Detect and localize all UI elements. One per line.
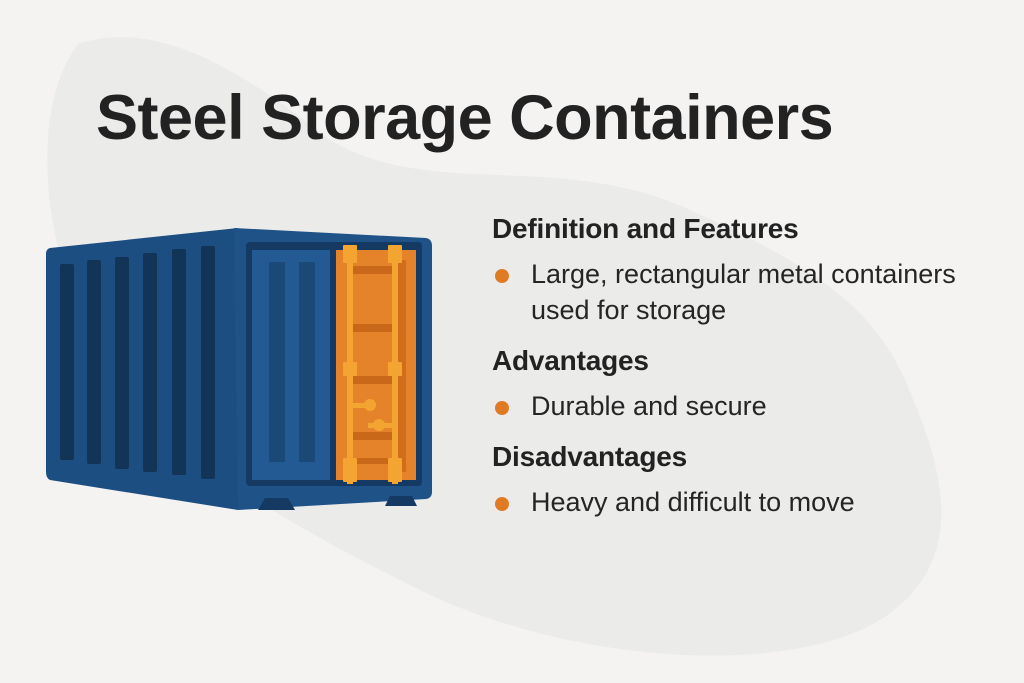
- list-item: Heavy and difficult to move: [492, 484, 962, 520]
- bullet-list: Durable and secure: [492, 388, 962, 424]
- page-title: Steel Storage Containers: [96, 83, 834, 153]
- list-item-text: Heavy and difficult to move: [531, 487, 855, 517]
- bullet-dot-icon: [495, 497, 509, 511]
- section-disadvantages: Disadvantages Heavy and difficult to mov…: [492, 440, 962, 520]
- shipping-container-icon: [46, 228, 432, 510]
- list-item: Large, rectangular metal containers used…: [492, 256, 962, 328]
- list-item-text: Large, rectangular metal containers used…: [531, 259, 956, 325]
- section-heading: Disadvantages: [492, 441, 688, 472]
- bullet-list: Heavy and difficult to move: [492, 484, 962, 520]
- bullet-dot-icon: [495, 269, 509, 283]
- bullet-dot-icon: [495, 401, 509, 415]
- section-advantages: Advantages Durable and secure: [492, 344, 962, 424]
- bullet-list: Large, rectangular metal containers used…: [492, 256, 962, 328]
- section-heading: Definition and Features: [492, 213, 799, 244]
- list-item: Durable and secure: [492, 388, 962, 424]
- section-heading: Advantages: [492, 345, 649, 376]
- section-definition: Definition and Features Large, rectangul…: [492, 212, 962, 328]
- list-item-text: Durable and secure: [531, 391, 767, 421]
- info-panel: Definition and Features Large, rectangul…: [492, 212, 962, 520]
